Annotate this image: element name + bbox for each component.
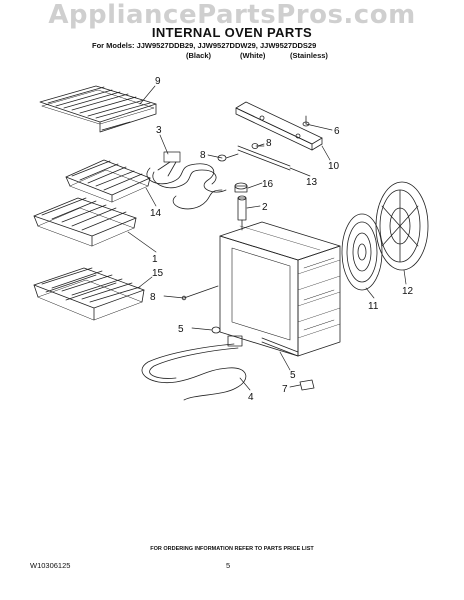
callout-label: 8 [266, 138, 272, 149]
callout-label: 1 [152, 254, 158, 265]
page-title: INTERNAL OVEN PARTS [151, 25, 313, 40]
clip [299, 379, 315, 391]
sensor-probe [237, 195, 247, 231]
ordering-note: FOR ORDERING INFORMATION REFER TO PARTS … [150, 546, 314, 552]
page-number: 5 [226, 561, 231, 570]
variant-white: (White) [240, 51, 266, 60]
oven-rack-16 [65, 159, 151, 203]
callout-label: 13 [306, 177, 318, 188]
callout-label: 12 [402, 286, 414, 297]
oven-rack-9 [39, 85, 157, 133]
callout-label: 3 [156, 125, 162, 136]
convection-element [341, 213, 383, 291]
callout-numbers: 9 3 8 6 8 10 13 16 14 2 12 11 1 15 8 5 5… [150, 76, 414, 403]
callout-label: 4 [248, 392, 254, 403]
oven-rack-11 [33, 197, 137, 247]
light-socket [234, 182, 248, 193]
screw [211, 326, 221, 334]
callout-label: 14 [150, 208, 162, 219]
variant-stainless: (Stainless) [290, 51, 328, 60]
leader-lines [127, 85, 407, 391]
callout-label: 9 [155, 76, 161, 87]
callout-label: 5 [178, 324, 184, 335]
sensor-tube [261, 337, 299, 357]
models-line: For Models: JJW9527DDB29, JJW9527DDW29, … [92, 41, 317, 50]
callout-label: 8 [150, 292, 156, 303]
callout-label: 16 [262, 179, 274, 190]
oven-cavity [219, 221, 341, 357]
callout-label: 6 [334, 126, 340, 137]
callout-label: 5 [290, 370, 296, 381]
document-number: W10306125 [30, 561, 71, 570]
broil-element [146, 151, 227, 210]
callout-label: 11 [368, 301, 379, 312]
clip [181, 285, 219, 301]
callout-label: 2 [262, 202, 268, 213]
sensor-tube [237, 145, 291, 171]
convection-fan-cover [375, 181, 429, 271]
oven-rack-1 [33, 267, 145, 321]
callout-label: 8 [200, 150, 206, 161]
variant-black: (Black) [186, 51, 212, 60]
watermark: AppliancePartsPros.com [48, 0, 416, 30]
vent-bracket [235, 101, 323, 151]
callout-label: 10 [328, 161, 340, 172]
callout-label: 7 [282, 384, 288, 395]
callout-label: 15 [152, 268, 164, 279]
bake-element [141, 335, 247, 401]
